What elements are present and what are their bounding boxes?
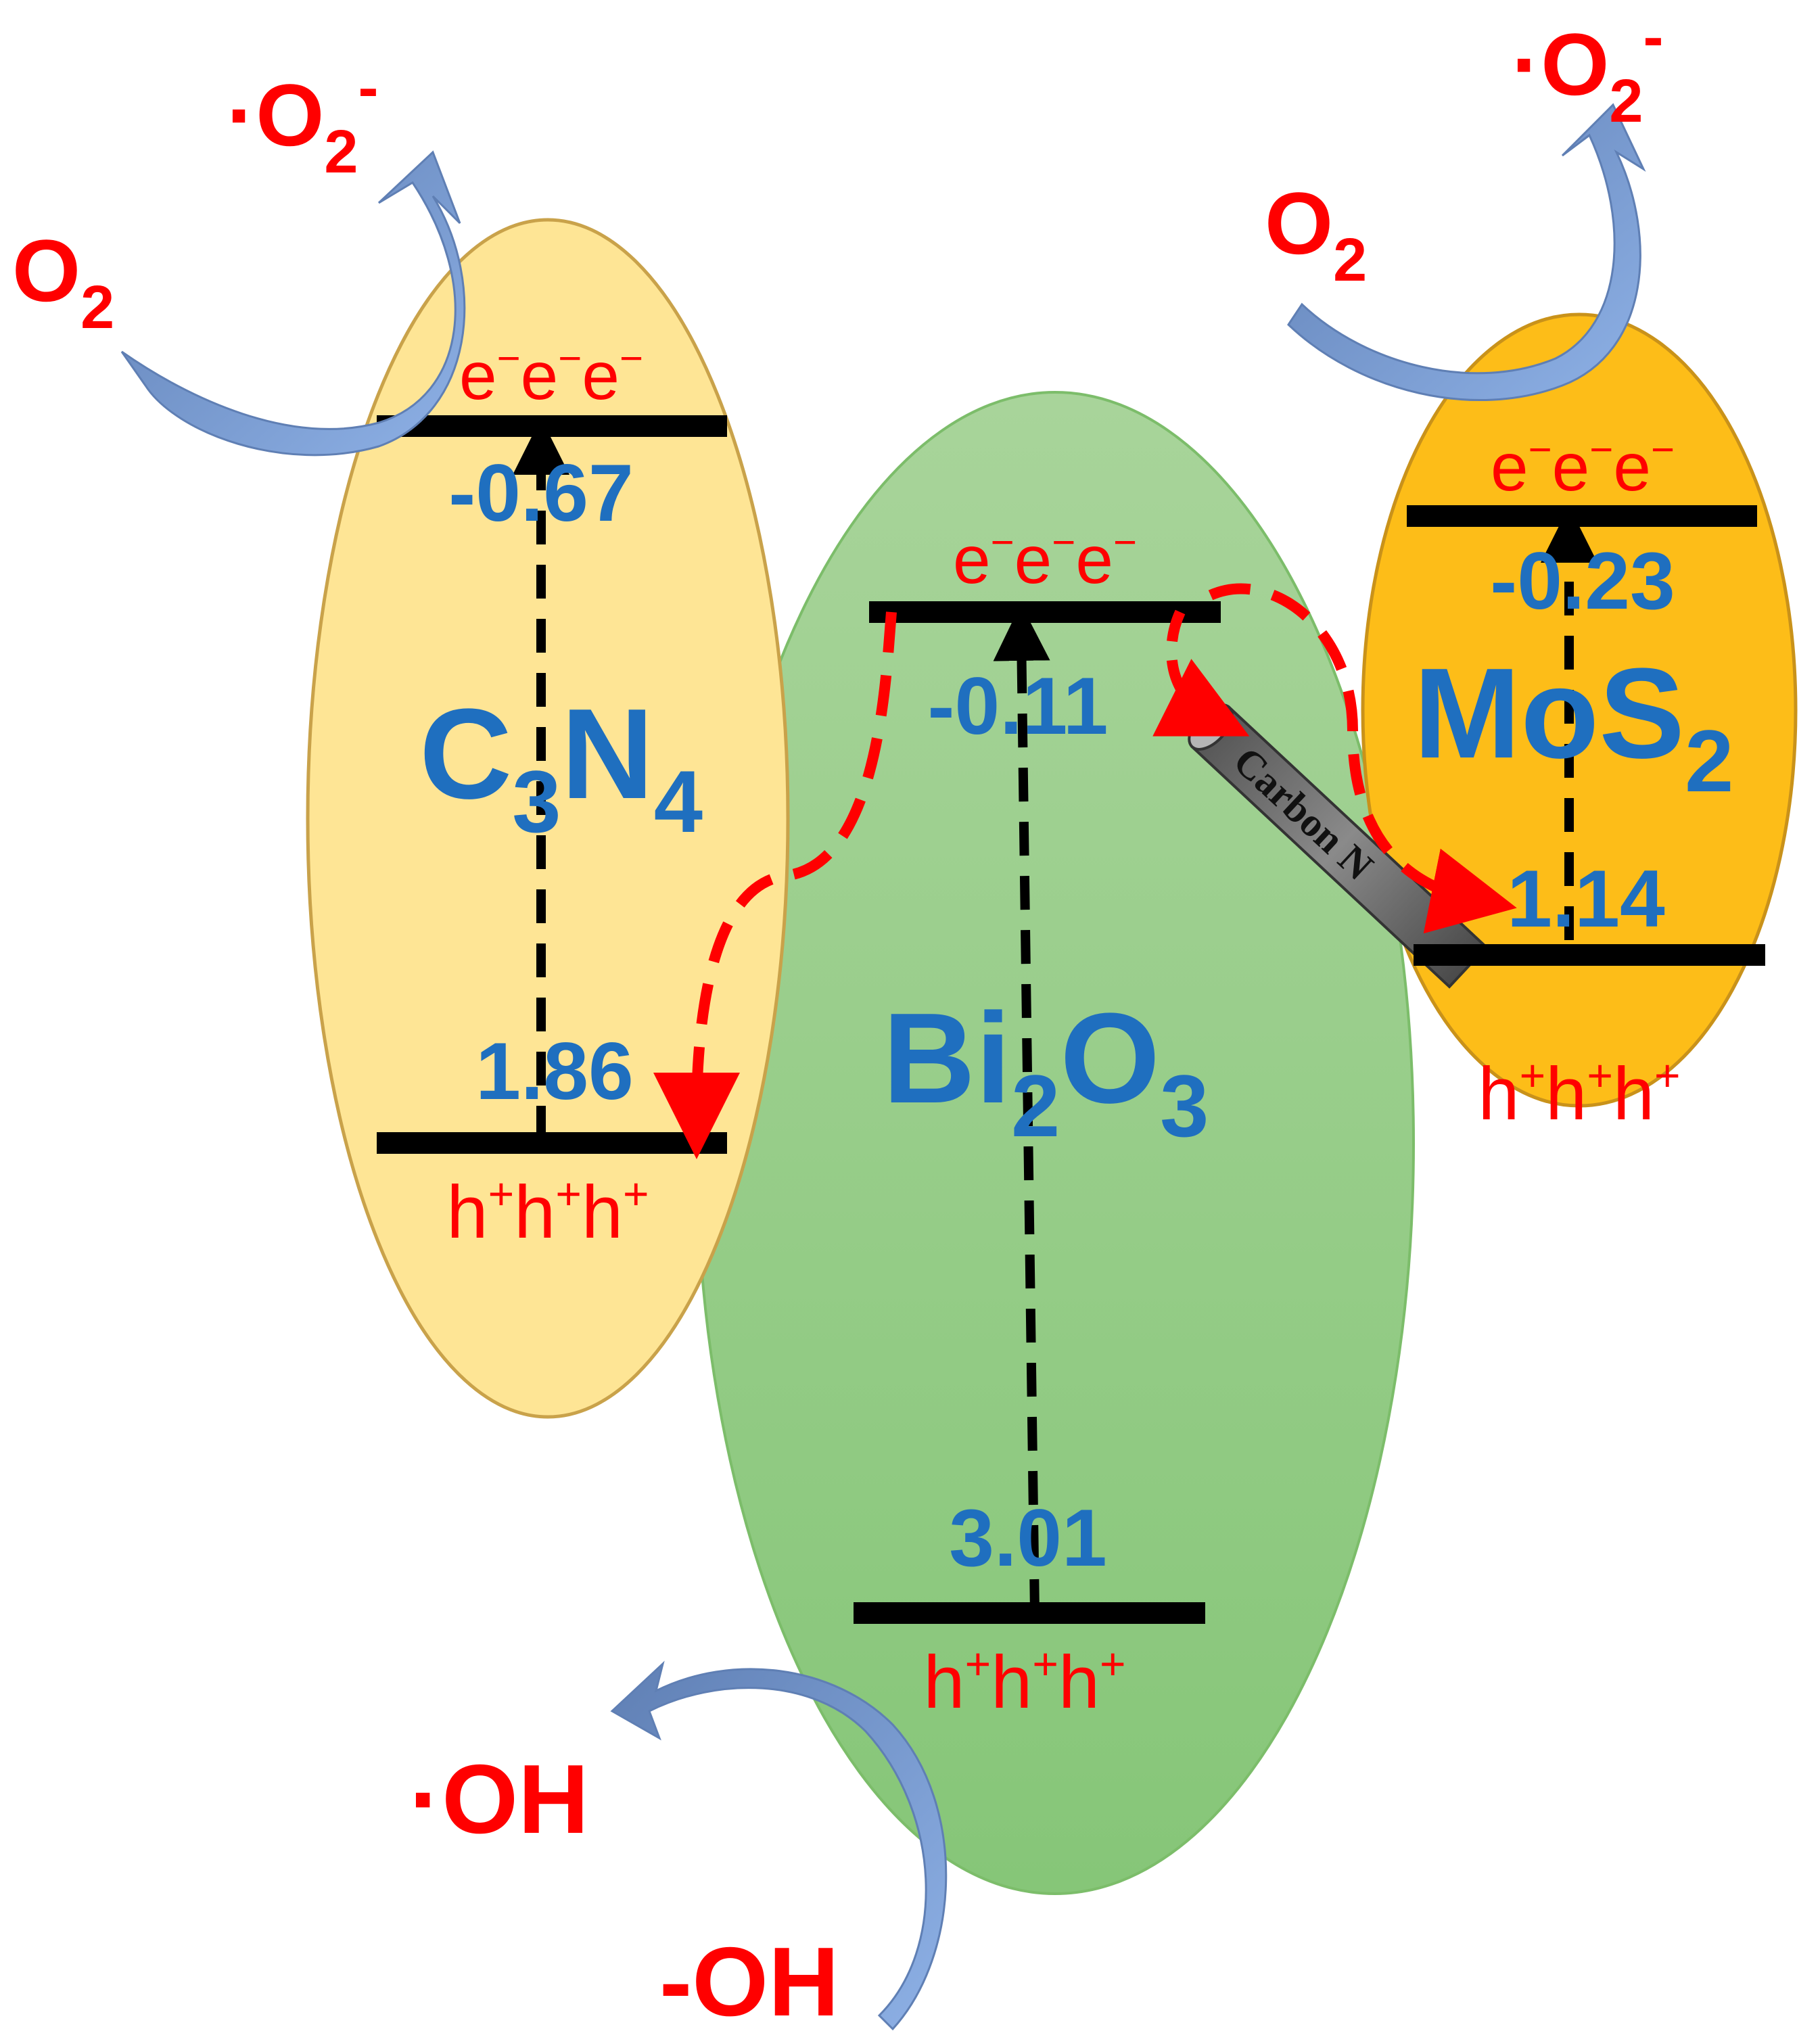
c3n4-name: C3N4: [419, 682, 703, 851]
mos2-name: MoS2: [1414, 642, 1733, 810]
mos2-electrons: e−e−e−: [1491, 427, 1675, 505]
left-o2-reaction-arrow: [120, 150, 466, 457]
right-superoxide-label: ·O2-: [1512, 3, 1663, 135]
bi2o3-excitation-arrow: [993, 604, 1050, 1614]
bottom-oh-reaction-arrow: [610, 1660, 948, 2031]
left-o2-label: O2: [12, 221, 114, 342]
mos2-vb-value: 1.14: [1507, 854, 1665, 944]
c3n4-holes: h+h+h+: [446, 1169, 649, 1254]
bi2o3-holes: h+h+h+: [923, 1639, 1125, 1724]
c3n4-vb-value: 1.86: [475, 1026, 634, 1117]
mos2-cb-value: -0.23: [1490, 536, 1675, 626]
hydroxyl-radical-label: ·OH: [409, 1744, 589, 1854]
bi2o3-to-c3n4-transfer-arrow: [653, 611, 897, 1159]
bi2o3-to-carbon-transfer-arrow: [1152, 609, 1250, 737]
c3n4-electrons: e−e−e−: [459, 335, 643, 414]
carbon-to-mos2-transfer-arrow: [1208, 583, 1517, 934]
c3n4-cb-value: -0.67: [448, 448, 634, 538]
bi2o3-electrons: e−e−e−: [953, 519, 1137, 598]
right-o2-reaction-arrow: [1287, 103, 1646, 401]
hydroxide-label: -OH: [659, 1927, 839, 2031]
mos2-holes: h+h+h+: [1478, 1050, 1680, 1136]
left-superoxide-label: ·O2-: [227, 54, 378, 186]
bi2o3-vb-value: 3.01: [949, 1493, 1107, 1583]
right-o2-label: O2: [1265, 174, 1367, 294]
bi2o3-cb-value: -0.11: [928, 661, 1109, 751]
bi2o3-name: Bi2O3: [883, 987, 1209, 1155]
